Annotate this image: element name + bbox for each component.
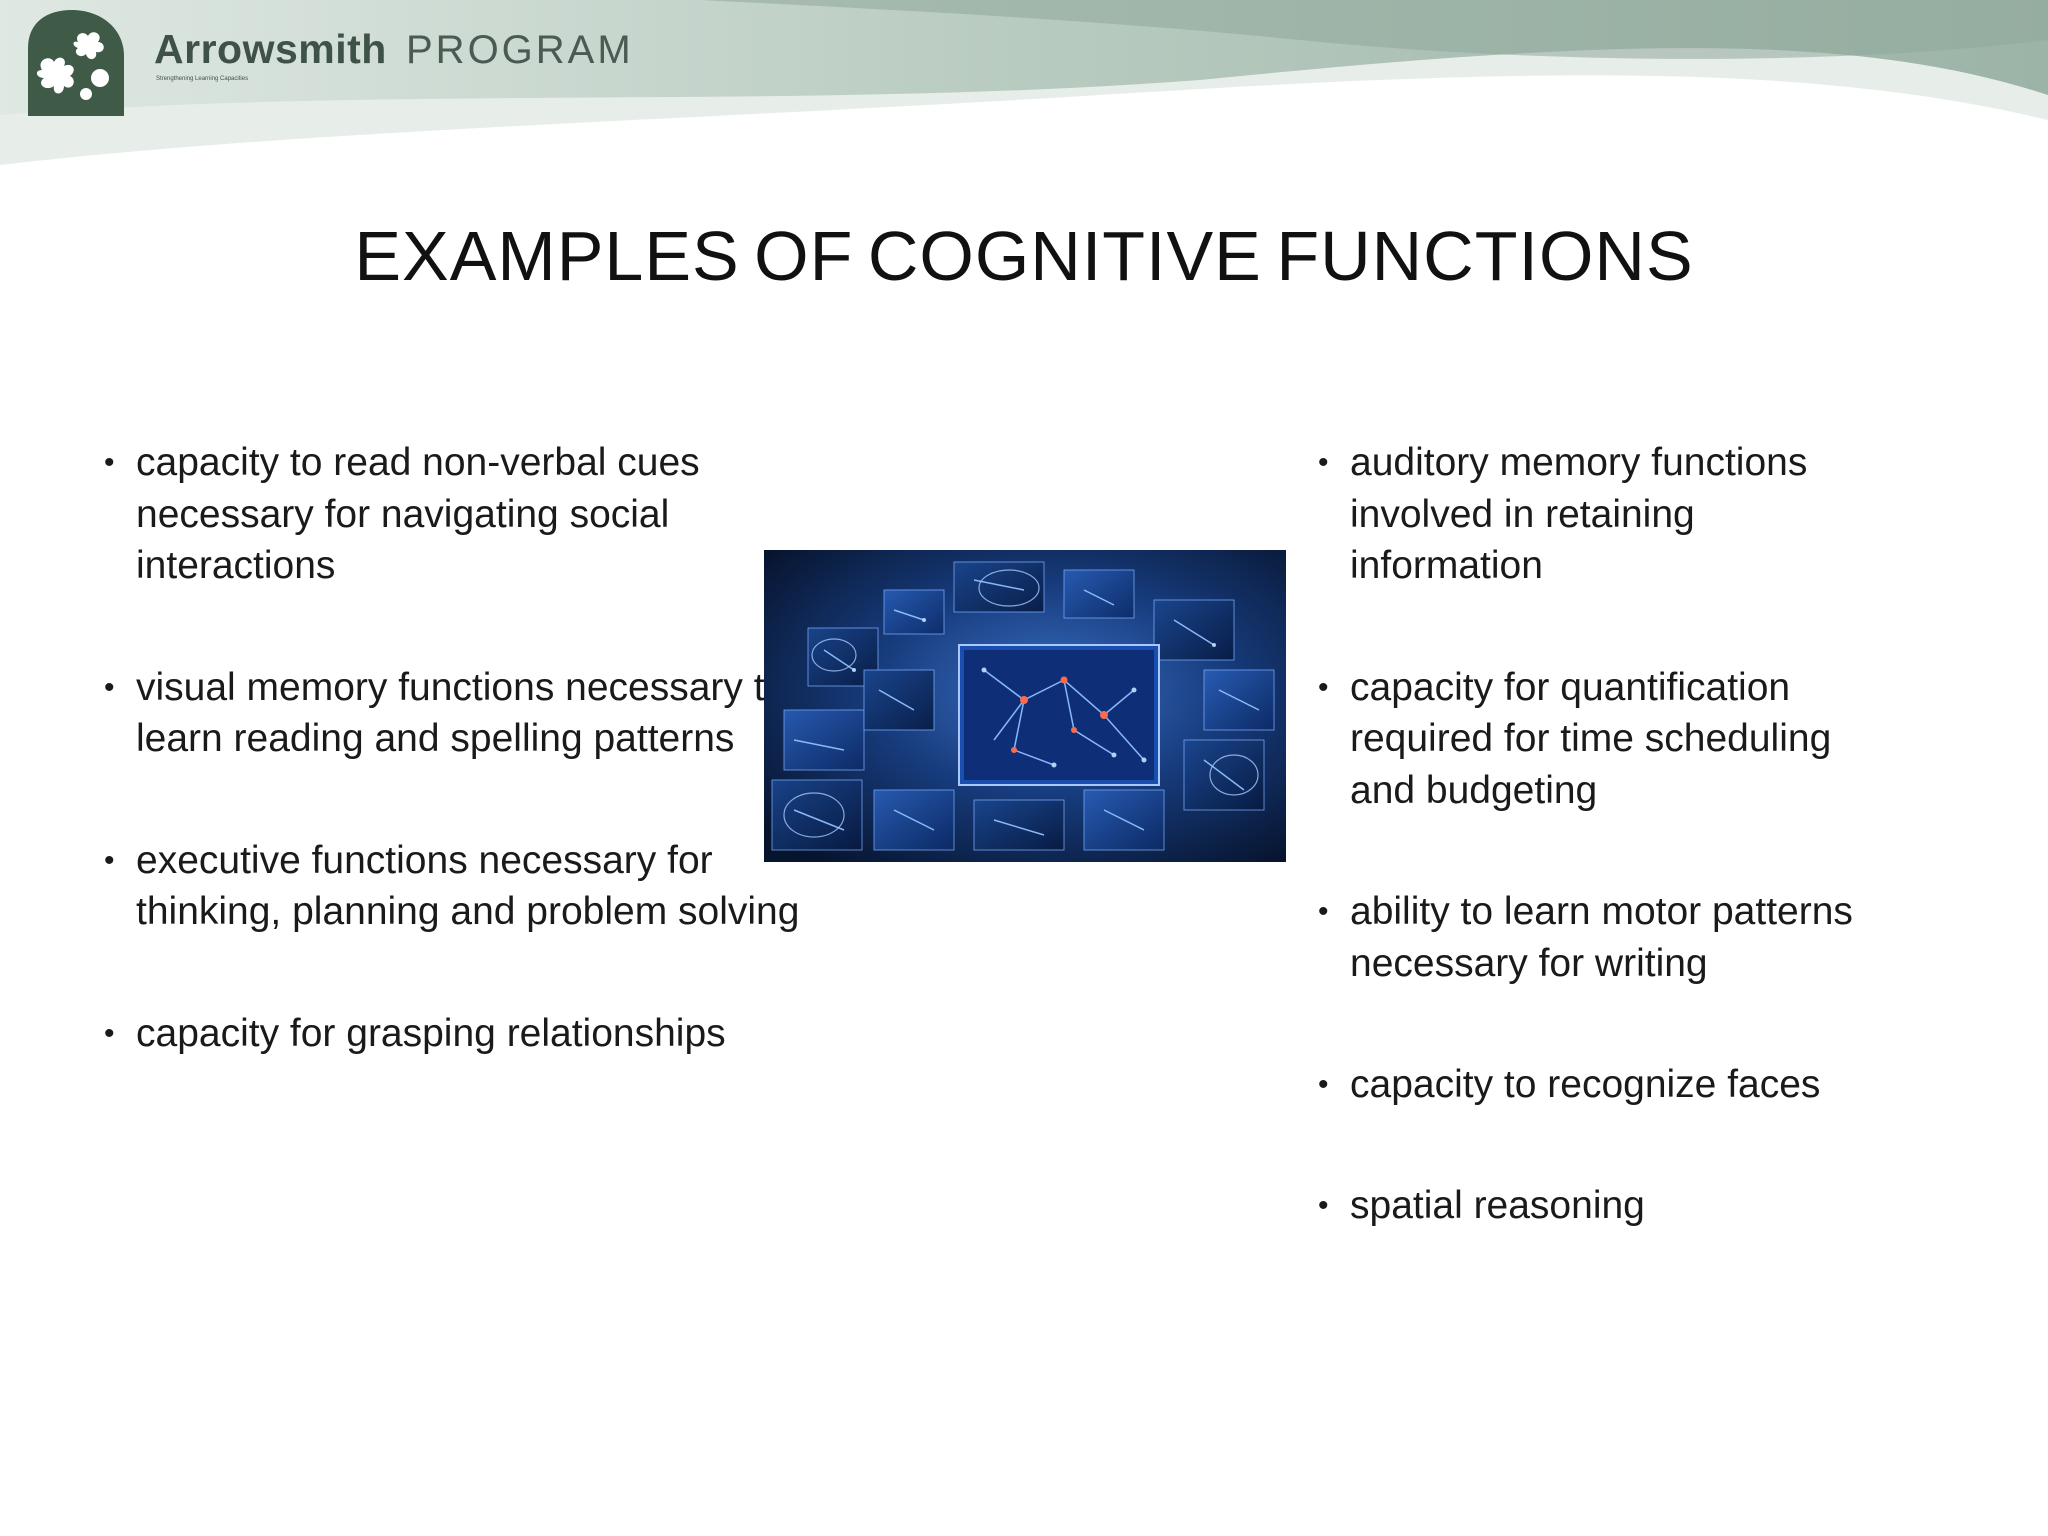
right-bullet-list: auditory memory functions involved in re… <box>1318 437 1898 1301</box>
bullet-item: capacity for quantification required for… <box>1318 662 1898 817</box>
bullet-item: ability to learn motor patterns necessar… <box>1318 886 1898 989</box>
brand-name: Arrowsmith <box>154 26 387 72</box>
arrowsmith-logo-icon <box>28 10 124 116</box>
brain-neuron-collage-image <box>764 550 1286 862</box>
slide-title: EXAMPLES OF COGNITIVE FUNCTIONS <box>354 217 1694 295</box>
bullet-item: visual memory functions necessary to lea… <box>104 662 804 765</box>
bullet-item: auditory memory functions involved in re… <box>1318 437 1898 592</box>
bullet-item: spatial reasoning <box>1318 1180 1898 1232</box>
bullet-item: capacity to recognize faces <box>1318 1059 1898 1111</box>
bullet-item: capacity to read non-verbal cues necessa… <box>104 437 804 592</box>
left-bullet-list: capacity to read non-verbal cues necessa… <box>104 437 804 1059</box>
brand-program: PROGRAM <box>406 28 634 72</box>
brand-tagline: Strengthening Learning Capacities <box>156 76 249 82</box>
header-wave-band <box>0 0 2048 165</box>
bullet-item: executive functions necessary for thinki… <box>104 835 804 938</box>
bullet-item: capacity for grasping relationships <box>104 1008 804 1060</box>
